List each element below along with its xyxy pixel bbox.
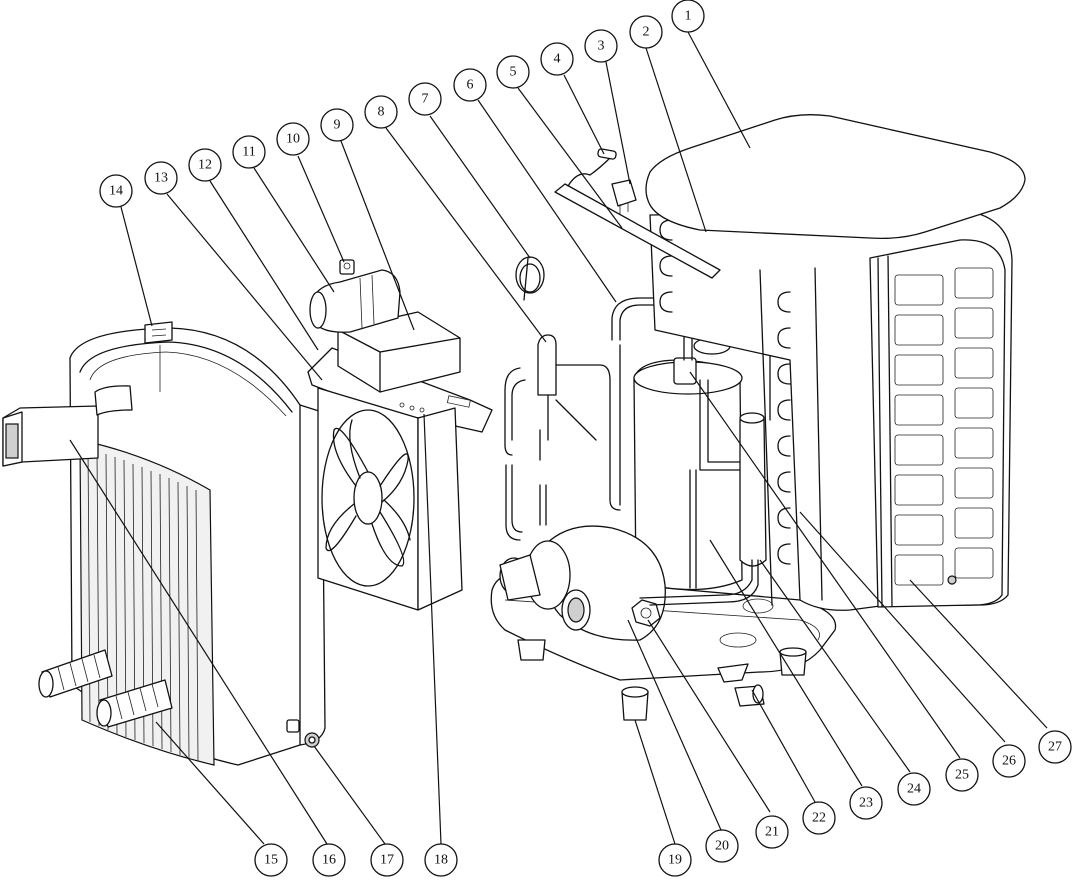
callout-26-label: 26: [1002, 754, 1016, 769]
callout-5-label: 5: [510, 65, 517, 80]
callout-20: 20: [705, 829, 739, 863]
callout-8-label: 8: [378, 105, 385, 120]
leader-lines: [69, 31, 1048, 845]
callout-24: 24: [897, 772, 931, 806]
callout-4-label: 4: [554, 52, 561, 67]
callout-11: 11: [232, 135, 266, 169]
callout-13: 13: [144, 161, 178, 195]
callout-18: 18: [424, 843, 458, 877]
callout-15: 15: [254, 843, 288, 877]
callout-9: 9: [320, 108, 354, 142]
callout-16-label: 16: [322, 853, 336, 868]
callout-8: 8: [364, 95, 398, 129]
callout-bubbles: 1 2 3 4 5 6 7 8 9 10 11 12 13 14 15 16 1…: [99, 0, 1072, 877]
callout-19: 19: [658, 843, 692, 877]
callout-4: 4: [540, 42, 574, 76]
callout-7-label: 7: [422, 92, 429, 107]
refrigeration-core: [490, 256, 837, 721]
callout-18-label: 18: [434, 853, 448, 868]
callout-5: 5: [496, 55, 530, 89]
callout-20-label: 20: [715, 839, 729, 854]
callout-21: 21: [755, 815, 789, 849]
callout-7: 7: [408, 82, 442, 116]
callout-3-label: 3: [598, 39, 605, 54]
fan-assembly: [307, 259, 493, 611]
callout-25: 25: [945, 758, 979, 792]
callout-22-label: 22: [812, 811, 826, 826]
callout-17: 17: [370, 843, 404, 877]
front-cabinet: [2, 321, 326, 766]
callout-2-label: 2: [643, 25, 650, 40]
callout-21-label: 21: [765, 825, 779, 840]
callout-25-label: 25: [955, 768, 969, 783]
callout-9-label: 9: [334, 118, 341, 133]
callout-22: 22: [802, 801, 836, 835]
callout-27: 27: [1038, 730, 1072, 764]
callout-10: 10: [276, 122, 310, 156]
callout-16: 16: [312, 843, 346, 877]
callout-6-label: 6: [467, 78, 474, 93]
callout-15-label: 15: [264, 853, 278, 868]
callout-14-label: 14: [109, 184, 123, 199]
callout-27-label: 27: [1048, 740, 1062, 755]
callout-1: 1: [671, 0, 705, 33]
callout-14: 14: [99, 174, 133, 208]
callout-11-label: 11: [242, 145, 255, 160]
callout-24-label: 24: [907, 782, 921, 797]
callout-6: 6: [453, 68, 487, 102]
callout-23: 23: [849, 786, 883, 820]
callout-12: 12: [188, 148, 222, 182]
callout-26: 26: [992, 744, 1026, 778]
callout-13-label: 13: [154, 171, 168, 186]
callout-17-label: 17: [380, 853, 394, 868]
callout-12-label: 12: [198, 158, 212, 173]
callout-3: 3: [584, 29, 618, 63]
callout-10-label: 10: [286, 132, 300, 147]
callout-23-label: 23: [859, 796, 873, 811]
evaporator-and-cover: [554, 114, 1026, 611]
callout-1-label: 1: [685, 9, 692, 24]
callout-19-label: 19: [668, 853, 682, 868]
callout-2: 2: [629, 15, 663, 49]
